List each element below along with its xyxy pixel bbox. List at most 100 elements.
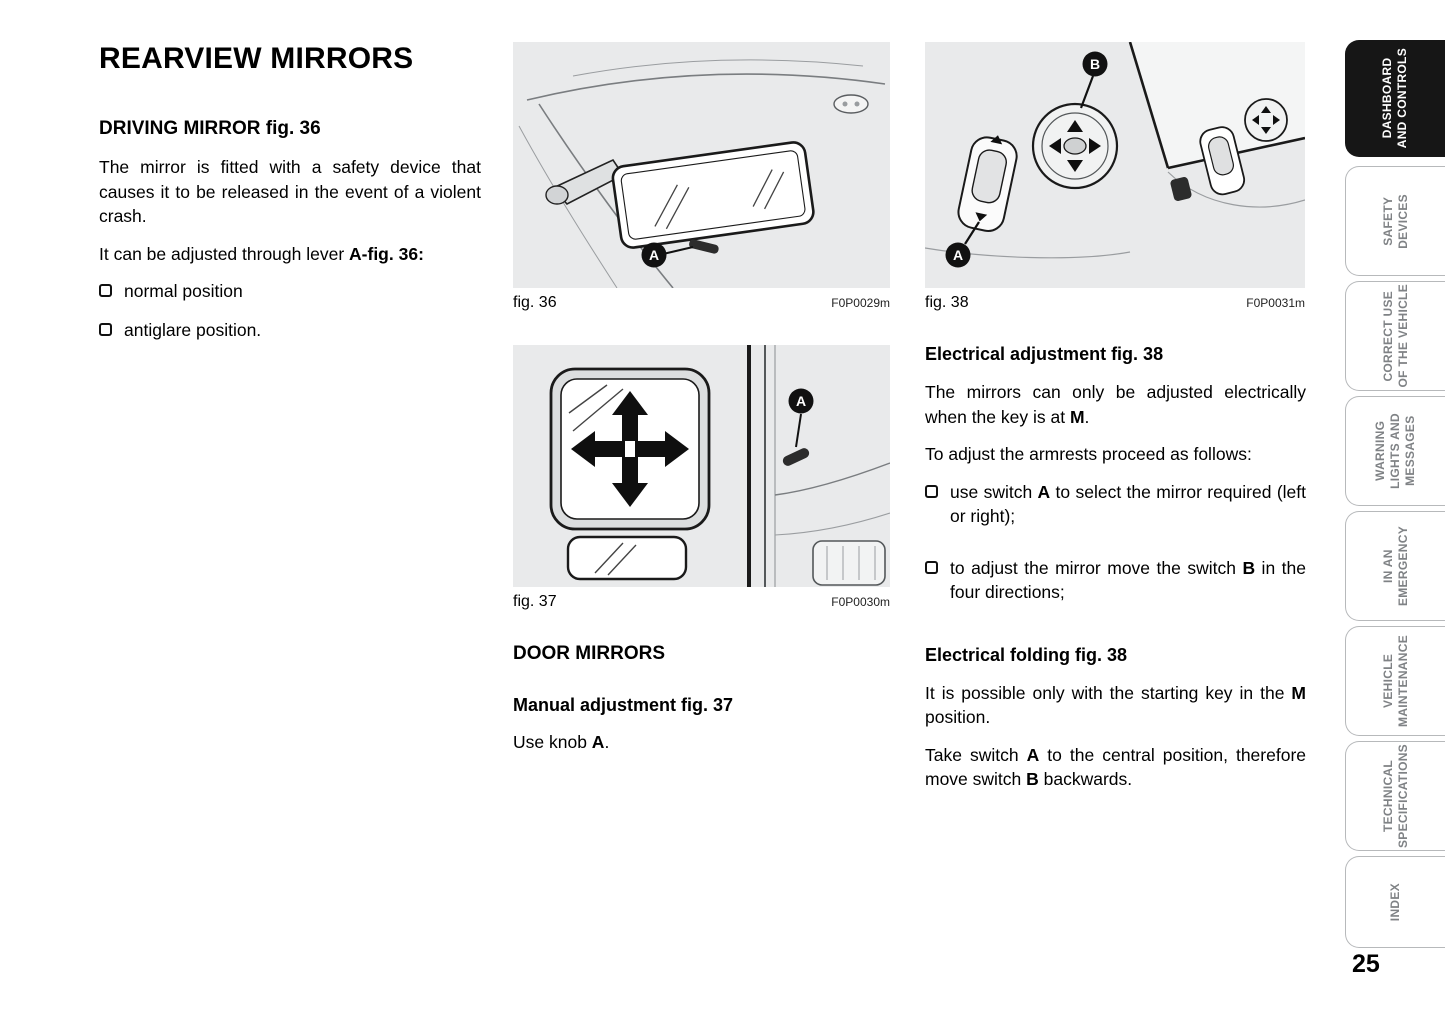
paragraph-text: backwards. [1038, 769, 1133, 789]
paragraph-text: It can be adjusted through lever [99, 243, 350, 264]
electrical-paragraph-1: The mirrors can only be adjusted electri… [925, 380, 1306, 429]
list-item: antiglare position. [99, 318, 481, 343]
tab-line: MESSAGES [1403, 415, 1417, 487]
door-lock-symbol-icon [1170, 176, 1192, 202]
door-window-switch [1199, 126, 1246, 196]
tab-line: DEVICES [1395, 193, 1410, 249]
list-item: use switch A to select the mirror requir… [925, 480, 1306, 542]
door-pocket [812, 540, 886, 586]
electrical-adjustment-heading: Electrical adjustment fig. 38 [925, 344, 1164, 364]
tab-label: INDEX [1388, 883, 1403, 921]
tab-line: EMERGENCY [1395, 525, 1410, 607]
callout-b-label: B [1090, 56, 1100, 72]
figure-label: fig. 38 [925, 294, 969, 311]
paragraph-text: . [604, 732, 610, 752]
paragraph-bold: A [1026, 744, 1040, 765]
paragraph-text: to adjust the mirror move the switch [950, 557, 1243, 578]
tab-dashboard-and-controls: DASHBOARD AND CONTROLS [1345, 40, 1445, 157]
figure-code: F0P0029m [831, 296, 890, 310]
figure-caption: fig. 36 F0P0029m [513, 294, 890, 312]
callout-a-badge [945, 242, 971, 268]
paragraph-bold: B [1026, 769, 1039, 789]
list-item-text: to adjust the mirror move the switch B i… [950, 556, 1306, 605]
list-item-text: normal position [124, 281, 243, 301]
figure-code: F0P0031m [1246, 296, 1305, 310]
tab-line: INDEX [1388, 882, 1402, 922]
electrical-folding-heading: Electrical folding fig. 38 [925, 644, 1128, 665]
driving-mirror-paragraph-2: It can be adjusted through lever A-fig. … [99, 242, 481, 267]
door-mirror-illustration: A [513, 345, 890, 587]
tab-vehicle-maintenance: VEHICLE MAINTENANCE [1345, 626, 1445, 736]
callout-a-badge [788, 388, 814, 414]
paragraph-text: position. [925, 707, 991, 727]
paragraph-bold: M [1069, 406, 1085, 427]
tab-index: INDEX [1345, 856, 1445, 948]
tab-line: DASHBOARD [1380, 58, 1394, 139]
door-mirrors-heading: DOOR MIRRORS [513, 643, 665, 664]
tab-label: VEHICLE MAINTENANCE [1381, 635, 1411, 727]
tab-label: IN AN EMERGENCY [1381, 526, 1411, 606]
door-four-way-pad [1244, 98, 1288, 142]
electrical-paragraph-2: To adjust the armrests proceed as follow… [925, 444, 1252, 464]
tab-line: LIGHTS AND [1388, 413, 1402, 489]
tab-line: VEHICLE [1380, 653, 1395, 709]
paragraph-text: to the central position, therefore move … [925, 744, 1307, 790]
tab-warning-lights-and-messages: WARNING LIGHTS AND MESSAGES [1345, 396, 1445, 506]
adjustment-lever [689, 239, 719, 254]
door-mirrors-section: DOOR MIRRORS Manual adjustment fig. 37 U… [513, 643, 890, 755]
tab-label: DASHBOARD AND CONTROLS [1380, 48, 1410, 148]
paragraph-bold: A [591, 732, 605, 752]
paragraph-text: in the four directions; [950, 557, 1306, 603]
callout-a-badge [641, 242, 667, 268]
window-switch [957, 135, 1018, 232]
tab-line: IN AN [1380, 549, 1395, 583]
paragraph-bold: A-fig. 36: [349, 243, 424, 264]
tab-label: WARNING LIGHTS AND MESSAGES [1373, 413, 1418, 489]
paragraph-bold: A [1037, 481, 1051, 502]
list-item: normal position [99, 279, 481, 304]
paragraph-text: to select the mirror required (left or r… [950, 481, 1306, 527]
tab-label: CORRECT USE OF THE VEHICLE [1381, 284, 1411, 388]
tab-line: SAFETY [1380, 196, 1395, 246]
driving-mirror-paragraph-1: The mirror is fitted with a safety devic… [99, 157, 481, 226]
figure-label: fig. 36 [513, 294, 557, 311]
mirror-glass [560, 378, 700, 520]
mirror-glass [611, 141, 815, 249]
tab-correct-use-of-the-vehicle: CORRECT USE OF THE VEHICLE [1345, 281, 1445, 391]
tab-line: AND CONTROLS [1395, 48, 1409, 149]
callout-b-badge [1082, 51, 1108, 77]
folding-paragraph-1: It is possible only with the starting ke… [925, 681, 1306, 730]
manual-adjustment-heading: Manual adjustment fig. 37 [513, 695, 734, 715]
callout-a-label: A [649, 247, 659, 263]
bullet-square-icon [99, 284, 112, 297]
callout-a-label: A [953, 247, 963, 263]
figure-caption: fig. 37 F0P0030m [513, 593, 890, 611]
tab-line: TECHNICAL [1380, 759, 1395, 833]
figure-caption: fig. 38 F0P0031m [925, 294, 1305, 312]
paragraph-text: The mirrors can only be adjusted electri… [925, 382, 1306, 427]
figure-37: A fig. 37 F0P0030m [513, 345, 890, 611]
figure-code: F0P0030m [831, 595, 890, 609]
list-item-text: use switch A to select the mirror requir… [950, 480, 1306, 529]
tab-label: TECHNICAL SPECIFICATIONS [1381, 744, 1411, 848]
paragraph-text: use switch [950, 481, 1038, 502]
lower-mirror [566, 535, 688, 581]
tab-safety-devices: SAFETY DEVICES [1345, 166, 1445, 276]
paragraph-text: . [1084, 406, 1090, 427]
tab-line: OF THE VEHICLE [1395, 284, 1410, 388]
list-item: to adjust the mirror move the switch B i… [925, 556, 1306, 618]
paragraph-text: It is possible only with the starting ke… [925, 682, 1292, 703]
paragraph-bold: M [1291, 682, 1306, 703]
figure-label: fig. 37 [513, 593, 557, 610]
four-direction-arrows-icon [571, 391, 689, 507]
list-item-text: antiglare position. [124, 319, 262, 340]
tab-line: CORRECT USE [1380, 290, 1395, 382]
page-number: 25 [1352, 950, 1380, 978]
tab-line: SPECIFICATIONS [1395, 744, 1410, 848]
page-title: REARVIEW MIRRORS [99, 42, 414, 75]
paragraph-text: Use knob [513, 732, 592, 752]
paragraph-text: Take switch [925, 744, 1027, 765]
left-column: REARVIEW MIRRORS DRIVING MIRROR fig. 36 … [99, 42, 481, 356]
driving-mirror-heading: DRIVING MIRROR fig. 36 [99, 118, 321, 139]
